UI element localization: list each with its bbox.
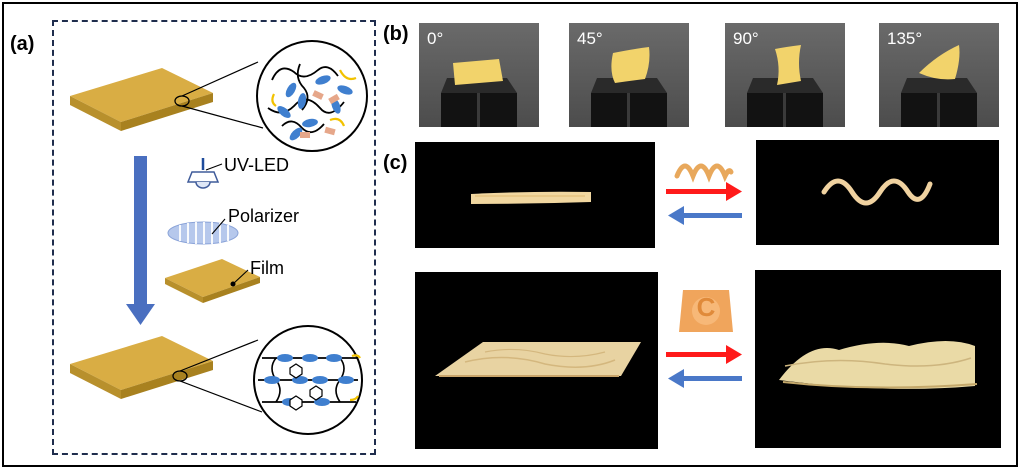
letter-c-inset: C (675, 286, 737, 336)
photo-angle-45: 45° (569, 23, 689, 127)
figure-border (2, 2, 1018, 467)
film-after (70, 336, 213, 399)
panel-label-a: (a) (10, 33, 35, 55)
reversible-arrows-top (666, 182, 742, 225)
polarizer-icon (167, 218, 239, 245)
panel-label-b: (b) (383, 23, 409, 45)
photo-sheet-flat (415, 272, 658, 449)
label-film: Film (250, 258, 284, 278)
label-uv-led: UV-LED (224, 155, 290, 175)
photo-strip-flat (415, 142, 655, 248)
zoom-circle-before (174, 40, 368, 152)
wavy-strip-icon (674, 163, 734, 183)
inset-letter: C (696, 292, 716, 322)
film-before (70, 68, 213, 131)
reversible-arrows-bottom (666, 345, 742, 388)
angle-label-90: 90° (733, 29, 759, 48)
photo-strip-wavy (756, 140, 999, 245)
angle-label-135: 135° (887, 29, 923, 48)
photo-angle-135: 135° (879, 23, 999, 127)
film-small (165, 259, 260, 303)
photo-angle-0: 0° (419, 23, 539, 127)
angle-label-45: 45° (577, 29, 603, 48)
angle-label-0: 0° (427, 29, 444, 48)
photo-angle-90: 90° (725, 23, 845, 127)
uv-led-icon (186, 158, 223, 189)
label-polarizer: Polarizer (228, 206, 300, 226)
panel-a-frame (52, 20, 376, 455)
photo-sheet-wavy (755, 270, 1001, 448)
zoom-circle-after (172, 325, 363, 435)
panel-label-c: (c) (383, 152, 408, 174)
process-arrow (126, 156, 155, 325)
